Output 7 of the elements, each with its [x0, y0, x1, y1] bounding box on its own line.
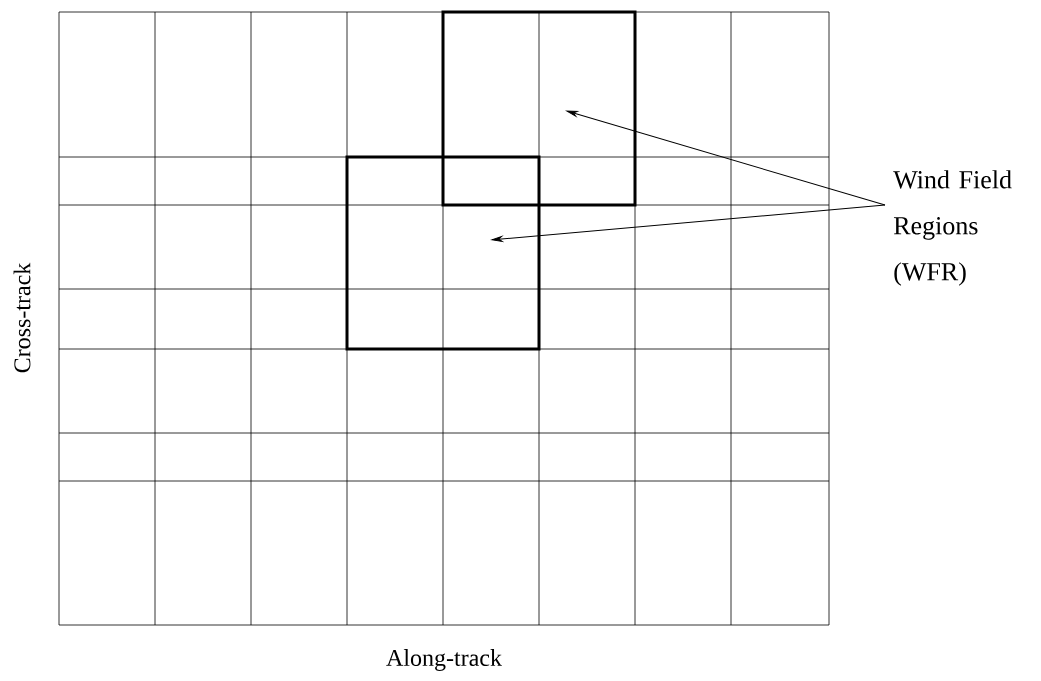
region-label: Wind Field Regions (WFR) [893, 170, 1012, 286]
region-box [441, 10, 637, 207]
region-box [345, 155, 541, 351]
axis-label: Along-track [386, 649, 502, 671]
axis-label: Cross-track [13, 262, 31, 373]
arrow [566, 110, 886, 206]
arrow [491, 204, 886, 242]
